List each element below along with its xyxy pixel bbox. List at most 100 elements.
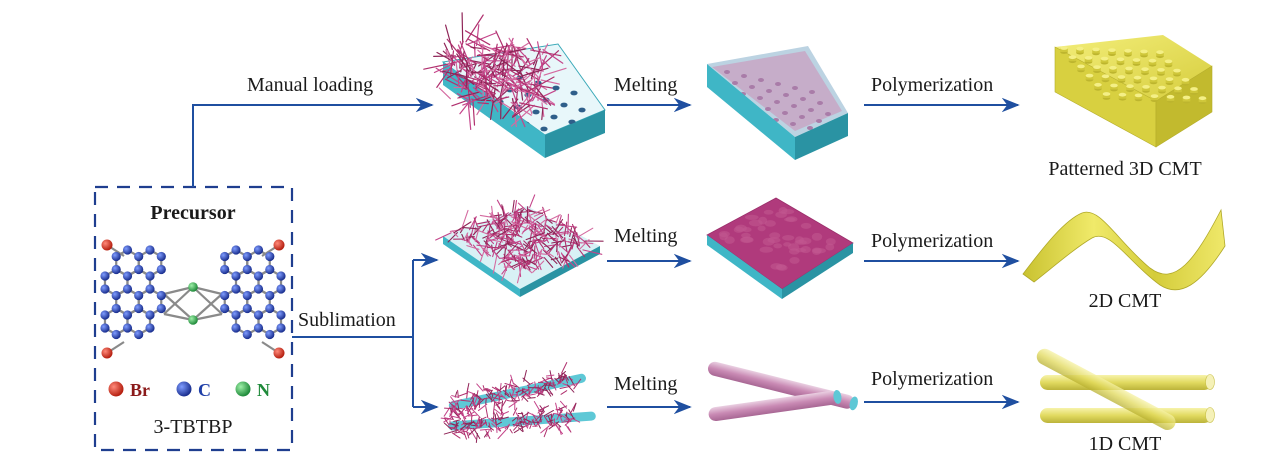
fiber xyxy=(471,71,483,74)
fiber xyxy=(475,77,495,98)
film-ripple xyxy=(763,209,774,215)
step-label-polymerization-row1: Polymerization xyxy=(871,74,993,96)
fiber xyxy=(486,89,495,101)
fiber xyxy=(466,245,480,250)
melt-dimple xyxy=(799,115,805,119)
step-label-polymerization-row2: Polymerization xyxy=(871,230,993,252)
fiber xyxy=(522,377,531,385)
carbon-atom xyxy=(100,310,110,320)
fiber xyxy=(457,94,474,99)
fiber xyxy=(490,417,497,420)
fiber xyxy=(495,412,501,422)
fiber xyxy=(498,57,524,77)
fiber xyxy=(559,385,571,389)
fiber xyxy=(511,417,518,422)
mold2-front xyxy=(707,64,795,160)
fiber xyxy=(525,393,536,397)
carbon-atom xyxy=(276,323,286,333)
fiber xyxy=(567,418,570,424)
carbon-atom xyxy=(231,245,241,255)
fiber xyxy=(467,79,496,95)
fiber xyxy=(435,232,452,241)
fiber xyxy=(443,417,450,426)
fiber xyxy=(460,428,472,435)
fiber xyxy=(443,416,453,423)
film-ripple xyxy=(811,247,822,254)
fiber xyxy=(450,407,452,414)
fiber xyxy=(483,57,486,73)
fiber xyxy=(443,422,453,431)
pillar-body xyxy=(1173,70,1181,75)
carbon-atom xyxy=(265,303,275,314)
fiber xyxy=(500,67,511,99)
fiber xyxy=(567,244,573,254)
fiber xyxy=(573,234,579,248)
film-ripple xyxy=(744,214,759,220)
fiber xyxy=(461,209,469,230)
fiber xyxy=(451,230,459,238)
carbon-atom xyxy=(122,323,133,333)
fiber xyxy=(515,412,520,418)
fiber xyxy=(561,362,568,374)
fiber xyxy=(475,24,480,47)
fiber xyxy=(546,377,552,380)
melt-dimple xyxy=(766,89,772,93)
fiber xyxy=(507,249,518,262)
pillar-top xyxy=(1157,68,1165,72)
fiber xyxy=(465,61,468,89)
fiber xyxy=(541,107,544,121)
precursor-name: 3-TBTBP xyxy=(154,416,233,438)
legend-dot-br xyxy=(108,381,124,397)
fiber xyxy=(540,253,550,256)
fiber xyxy=(516,78,540,96)
pillar-body xyxy=(1076,48,1084,53)
fiber xyxy=(477,54,504,57)
fiber xyxy=(473,43,476,58)
fiber xyxy=(502,389,510,396)
fiber xyxy=(505,242,508,250)
fiber xyxy=(450,396,458,406)
fiber xyxy=(477,403,488,412)
fiber xyxy=(551,240,565,244)
pillar-top xyxy=(1156,50,1164,55)
fiber xyxy=(519,389,530,396)
fiber xyxy=(537,381,544,383)
yellow-1d-rods xyxy=(1036,348,1215,431)
pillar-top xyxy=(1165,77,1174,81)
carbon-atom xyxy=(145,271,155,281)
fiber xyxy=(527,397,536,399)
pillar-top xyxy=(1142,85,1150,89)
fiber xyxy=(519,55,539,79)
melt-dimple xyxy=(775,82,781,86)
route-arrows xyxy=(192,97,439,415)
melt-dimple xyxy=(741,74,747,78)
melt-film-texture xyxy=(718,207,836,271)
fiber xyxy=(530,253,534,262)
fiber xyxy=(531,419,537,427)
pillar-top xyxy=(1125,66,1133,71)
fiber xyxy=(490,47,516,67)
fiber xyxy=(567,412,573,417)
film-ripple xyxy=(770,263,783,270)
fiber xyxy=(560,390,568,395)
film-ripple xyxy=(800,222,812,229)
fiber xyxy=(508,53,524,58)
fiber xyxy=(563,221,568,237)
fiber xyxy=(522,395,529,402)
fiber xyxy=(480,418,482,428)
fiber xyxy=(523,418,532,423)
fiber xyxy=(464,407,474,412)
fiber xyxy=(476,383,484,392)
fiber xyxy=(548,388,554,396)
fiber xyxy=(509,243,528,253)
fiber xyxy=(523,238,539,253)
pillar-body xyxy=(1085,75,1094,80)
film-ripple xyxy=(724,236,735,244)
fiber xyxy=(510,217,519,229)
fiber xyxy=(491,394,494,400)
fiber xyxy=(537,406,546,414)
mold-hole xyxy=(532,109,540,115)
fiber xyxy=(556,375,565,380)
fiber xyxy=(540,79,560,85)
